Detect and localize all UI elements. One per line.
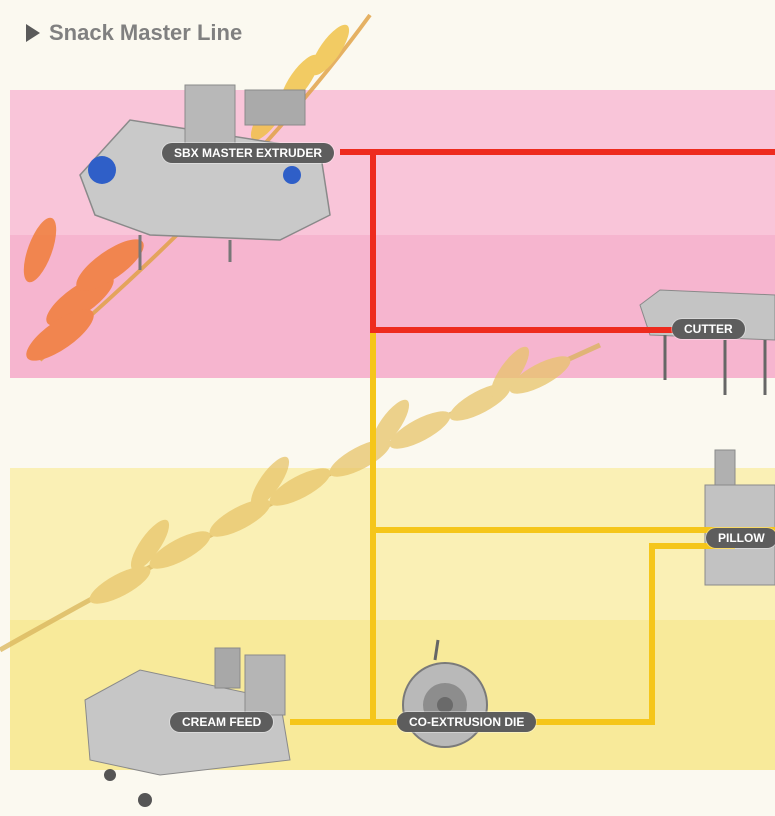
play-triangle-icon [26,24,40,42]
extruder-label: SBX MASTER EXTRUDER [162,143,334,163]
coextrusion-die-label: CO-EXTRUSION DIE [397,712,536,732]
page-title-text: Snack Master Line [49,20,242,46]
pillow-label: PILLOW [706,528,775,548]
cream-feed-label: CREAM FEED [170,712,273,732]
cutter-label: CUTTER [672,319,745,339]
page-title: Snack Master Line [26,20,242,46]
